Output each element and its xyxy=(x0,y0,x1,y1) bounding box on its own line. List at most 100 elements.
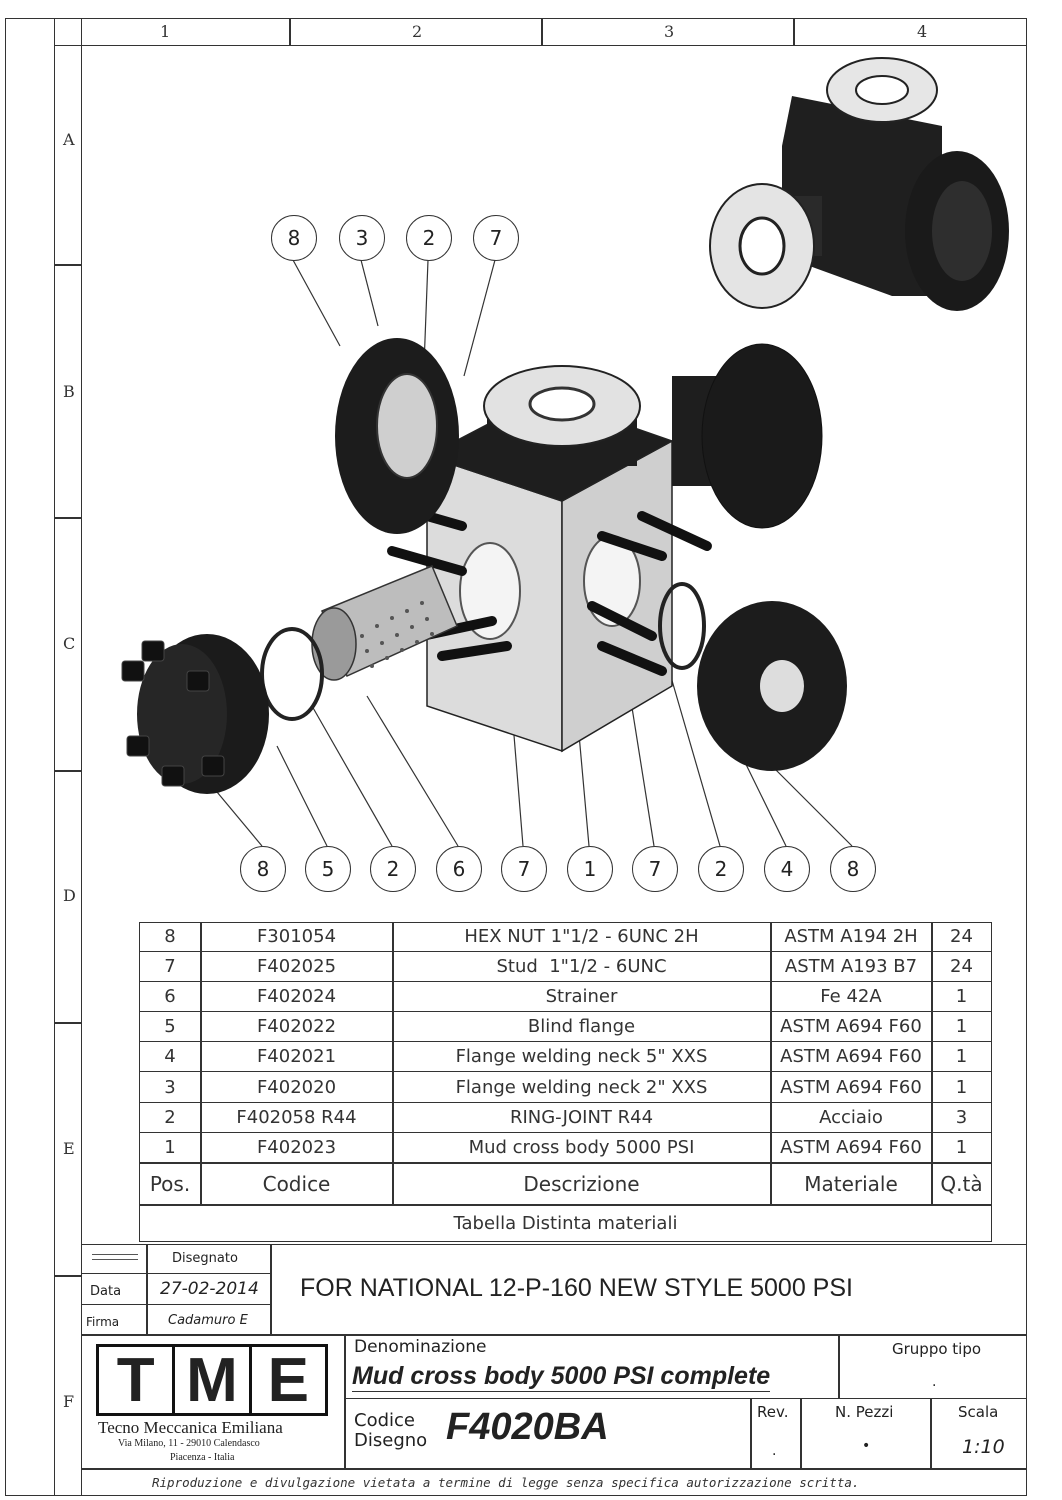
bom-desc: Mud cross body 5000 PSI xyxy=(468,1137,695,1158)
bom-material: ASTM A694 F60 xyxy=(780,1076,922,1098)
tb-line xyxy=(82,1334,1027,1336)
firma-label: Firma xyxy=(86,1315,120,1329)
bom-row-line xyxy=(139,1011,992,1012)
bom-row-line xyxy=(139,981,992,982)
row-zone-strip xyxy=(55,18,82,1496)
bom-pos: 7 xyxy=(164,956,176,977)
part-callout: 3 xyxy=(339,215,385,261)
bom-material: ASTM A194 2H xyxy=(784,926,918,947)
bom-code: F402025 xyxy=(256,956,337,977)
column-label: 2 xyxy=(412,22,423,41)
bom-col-line xyxy=(392,922,394,1204)
part-callout: 6 xyxy=(436,846,482,892)
row-label: A xyxy=(63,130,75,149)
column-divider xyxy=(793,18,795,46)
part-callout: 2 xyxy=(698,846,744,892)
tb-line xyxy=(800,1398,802,1468)
column-divider xyxy=(541,18,543,46)
row-divider xyxy=(55,1275,82,1277)
bom-row-line xyxy=(139,1132,992,1133)
row-divider xyxy=(55,770,82,772)
bom-header-code: Codice xyxy=(262,1172,331,1196)
company-name: Tecno Meccanica Emiliana xyxy=(98,1418,283,1437)
bom-table xyxy=(139,922,992,1242)
title-block xyxy=(82,1244,1027,1496)
tb-line xyxy=(838,1334,840,1398)
gruppo-label: Gruppo tipo xyxy=(892,1340,982,1358)
bom-pos: 6 xyxy=(164,986,176,1007)
bom-pos: 5 xyxy=(164,1016,176,1037)
bom-qty: 1 xyxy=(955,1046,968,1067)
part-callout: 5 xyxy=(305,846,351,892)
bom-col-line xyxy=(200,922,202,1204)
bom-qty: 1 xyxy=(955,1076,968,1098)
part-callout: 8 xyxy=(830,846,876,892)
bom-row-line xyxy=(139,951,992,952)
line-symbol xyxy=(92,1254,138,1260)
column-label: 4 xyxy=(917,22,928,41)
bom-desc: RING-JOINT R44 xyxy=(509,1107,654,1128)
codice-label-1: Codice xyxy=(354,1410,415,1431)
column-label: 3 xyxy=(664,22,675,41)
part-callout: 8 xyxy=(271,215,317,261)
tb-line xyxy=(344,1334,346,1468)
tb-line xyxy=(82,1273,271,1274)
part-callout: 4 xyxy=(764,846,810,892)
bom-col-line xyxy=(931,922,933,1204)
bom-material: ASTM A694 F60 xyxy=(780,1016,922,1037)
bom-material: Acciaio xyxy=(819,1107,883,1128)
bom-pos: 1 xyxy=(164,1137,176,1158)
pezzi-label: N. Pezzi xyxy=(835,1403,894,1421)
bom-pos: 3 xyxy=(164,1076,176,1098)
logo-letter: E xyxy=(267,1345,309,1415)
row-label: F xyxy=(63,1392,75,1411)
data-label: Data xyxy=(90,1284,122,1299)
row-divider xyxy=(55,264,82,266)
bom-pos: 8 xyxy=(164,926,176,947)
tb-line xyxy=(270,1244,272,1334)
denominazione-label: Denominazione xyxy=(354,1337,487,1357)
bom-code: F402023 xyxy=(256,1137,337,1158)
bom-header-qty: Q.tà xyxy=(940,1172,983,1196)
bom-row-line xyxy=(139,1071,992,1072)
bom-pos: 4 xyxy=(164,1046,176,1067)
exploded-assembly-drawing xyxy=(121,57,1009,847)
scala-label: Scala xyxy=(958,1403,999,1421)
part-callout: 8 xyxy=(240,846,286,892)
tb-line xyxy=(82,1468,1027,1470)
row-label: D xyxy=(63,886,76,905)
tb-line xyxy=(82,1304,271,1305)
bom-caption: Tabella Distinta materiali xyxy=(453,1213,678,1234)
disegnato-label: Disegnato xyxy=(172,1251,238,1266)
bom-material: ASTM A694 F60 xyxy=(780,1046,922,1067)
bom-desc: Blind flange xyxy=(527,1016,636,1037)
logo-letter: T xyxy=(99,1346,176,1415)
row-divider xyxy=(55,1022,82,1024)
drawing-frame xyxy=(5,18,1027,1496)
company-address: Via Milano, 11 - 29010 Calendasco xyxy=(118,1438,260,1449)
tb-line xyxy=(146,1244,148,1334)
bom-qty: 3 xyxy=(955,1107,968,1128)
rev-value: . xyxy=(772,1443,777,1459)
rev-label: Rev. xyxy=(757,1403,789,1421)
column-label: 1 xyxy=(160,22,171,41)
bom-code: F301054 xyxy=(256,926,337,947)
bom-qty: 24 xyxy=(950,956,973,977)
bom-header-pos: Pos. xyxy=(149,1172,191,1196)
denominazione-value: Mud cross body 5000 PSI complete xyxy=(352,1362,771,1392)
bom-code: F402021 xyxy=(256,1046,337,1067)
row-label: E xyxy=(63,1139,75,1158)
bom-code: F402022 xyxy=(256,1016,337,1037)
part-callout: 7 xyxy=(501,846,547,892)
company-logo: T M E xyxy=(96,1344,328,1416)
left-binding-margin xyxy=(5,18,55,1496)
scala-value: 1:10 xyxy=(962,1436,1005,1458)
part-callout: 7 xyxy=(473,215,519,261)
bom-desc: HEX NUT 1"1/2 - 6UNC 2H xyxy=(464,926,699,947)
bom-desc: Flange welding neck 2" XXS xyxy=(455,1076,708,1098)
bom-desc: Stud 1"1/2 - 6UNC xyxy=(496,956,667,977)
bom-row-line xyxy=(139,1041,992,1042)
bom-qty: 1 xyxy=(955,986,968,1007)
part-callout: 1 xyxy=(567,846,613,892)
bom-material: Fe 42A xyxy=(820,986,882,1007)
